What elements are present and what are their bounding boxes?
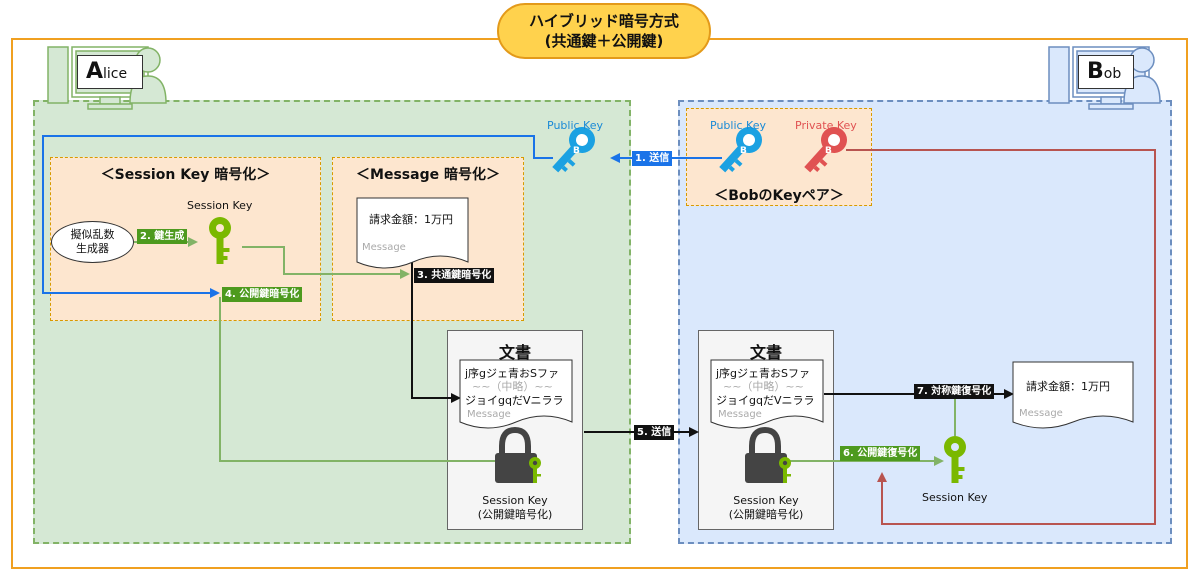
step-5-send: 5. 送信 <box>634 425 675 440</box>
session-key-icon-alice <box>209 217 231 264</box>
cipher-line-1-bob: j序gジェ青おSファ <box>716 367 811 380</box>
private-key-icon <box>797 121 853 179</box>
document-title: 文書 <box>749 343 782 362</box>
cipher-line-3-alice: ジョイgqだVニララ <box>465 394 564 407</box>
alice-name-box: Alice <box>77 55 143 89</box>
locked-key-caption-line-1: Session Key <box>482 494 548 507</box>
alice-initial: A <box>86 59 104 84</box>
private-key-label: Private Key <box>795 119 857 132</box>
locked-key-caption-line-1: Session Key <box>733 494 799 507</box>
public-key-label-alice: Public Key <box>547 119 603 132</box>
title-line-2: (共通鍵＋公開鍵) <box>544 32 664 50</box>
bob-name-box: Bob <box>1078 55 1134 89</box>
prng-line-1: 擬似乱数 <box>70 228 115 241</box>
step-4-public-key-encrypt: 4. 公開鍵暗号化 <box>222 287 303 302</box>
step-1-send: 1. 送信 <box>632 151 673 166</box>
message-document-alice <box>356 197 469 269</box>
lock-icon-alice <box>495 426 541 483</box>
lock-icon-bob <box>745 426 791 483</box>
title-line-1: ハイブリッド暗号方式 <box>529 12 679 30</box>
message-caption-cipher-bob: Message <box>718 409 762 420</box>
public-key-icon-bob <box>712 121 768 179</box>
prng-generator: 擬似乱数 生成器 <box>51 221 134 263</box>
plain-message-text-bob: 請求金額：1万円 <box>1026 380 1110 393</box>
key-badge: B <box>825 146 832 156</box>
public-key-flow-arrow <box>42 135 553 298</box>
cipher-line-2-alice: ~~（中略）~~ <box>472 380 553 393</box>
key-badge: B <box>740 146 747 156</box>
cipher-line-3-bob: ジョイgqだVニララ <box>716 394 815 407</box>
session-key-to-message-arrow <box>242 246 410 279</box>
cipher-line-2-bob: ~~（中略）~~ <box>723 380 804 393</box>
cipher-document-bob <box>710 359 824 429</box>
plain-message-text-alice: 請求金額：1万円 <box>369 213 453 226</box>
common-key-encrypt-arrow <box>411 262 461 403</box>
message-document-bob <box>1012 361 1134 429</box>
bob-name-rest: ob <box>1103 66 1122 82</box>
message-caption-cipher-alice: Message <box>467 409 511 420</box>
step-3-common-key-encrypt: 3. 共通鍵暗号化 <box>414 268 495 283</box>
session-key-to-lock-arrow <box>219 297 520 466</box>
session-key-encryption-title: ＜Session Key 暗号化＞ <box>100 167 271 183</box>
locked-key-caption-line-2: (公開鍵暗号化) <box>728 508 804 521</box>
message-encryption-title: ＜Message 暗号化＞ <box>356 167 500 183</box>
key-badge: B <box>573 146 580 156</box>
document-title: 文書 <box>498 343 531 362</box>
locked-session-key-caption-alice: Session Key (公開鍵暗号化) <box>447 494 583 522</box>
step-2-key-generation: 2. 鍵生成 <box>137 229 188 244</box>
locked-key-caption-line-2: (公開鍵暗号化) <box>477 508 553 521</box>
cipher-line-1-alice: j序gジェ青おSファ <box>465 367 560 380</box>
message-caption-bob: Message <box>1019 408 1063 419</box>
message-caption-alice: Message <box>362 242 406 253</box>
step-7-symmetric-decrypt: 7. 対称鍵復号化 <box>914 384 995 399</box>
session-key-icon-bob <box>944 436 966 483</box>
bob-key-pair-title: ＜BobのKeyペア＞ <box>714 188 844 204</box>
locked-session-key-caption-bob: Session Key (公開鍵暗号化) <box>698 494 834 522</box>
cipher-document-alice <box>459 359 573 429</box>
private-key-flow-arrow <box>846 149 1156 525</box>
diagram-title: ハイブリッド暗号方式 (共通鍵＋公開鍵) <box>497 3 711 59</box>
public-key-icon-alice <box>545 121 601 179</box>
step-6-public-key-decrypt: 6. 公開鍵復号化 <box>840 446 921 461</box>
session-key-label-bob: Session Key <box>922 491 988 504</box>
public-key-label-bob: Public Key <box>710 119 766 132</box>
prng-line-2: 生成器 <box>76 242 109 255</box>
session-key-label: Session Key <box>187 199 253 212</box>
alice-name-rest: lice <box>103 66 128 82</box>
bob-initial: B <box>1087 59 1104 84</box>
